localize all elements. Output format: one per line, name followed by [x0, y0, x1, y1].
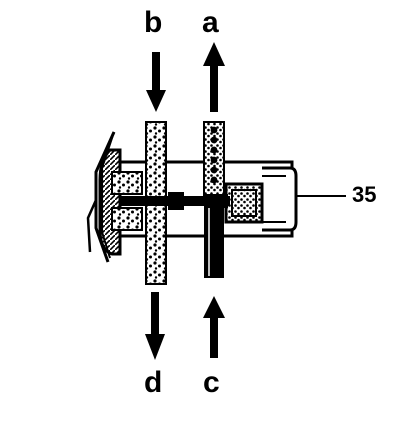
label-d: d	[144, 366, 163, 399]
pipe-a-c	[203, 121, 225, 278]
label-a: a	[202, 6, 219, 39]
left-fitting	[98, 148, 143, 256]
label-b: b	[144, 6, 163, 39]
label-c: c	[203, 366, 220, 399]
arrow-d-down	[145, 292, 165, 360]
label-35: 35	[352, 182, 377, 207]
spring-element	[224, 182, 264, 224]
arrow-a-up	[203, 42, 225, 112]
adjuster-knob	[86, 131, 116, 263]
arrow-b-down	[146, 52, 166, 112]
valve-stem	[110, 192, 230, 210]
arrow-c-up	[203, 296, 225, 358]
